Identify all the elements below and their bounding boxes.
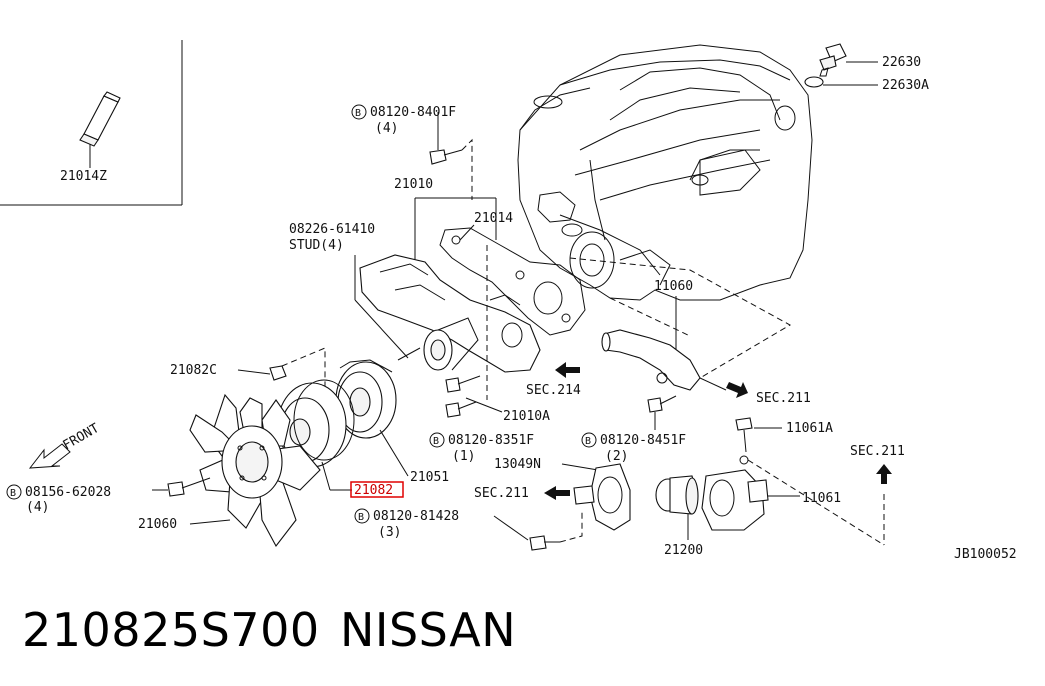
part-label-22630: 22630 [882,55,921,70]
bolt-icon-21010A [445,375,481,418]
bolt-marker-letter: B [585,436,591,447]
part-label-08120-81428: 08120-81428 [373,509,459,524]
bolt-icon-8451F [647,395,677,413]
arrow-left-icon [555,362,580,378]
sealant-tube-icon [79,91,121,147]
inset-box: 21014Z [0,40,183,206]
part-label-13049N: 13049N [494,457,541,472]
bolt-marker-letter: B [433,436,439,447]
part-label-21051: 21051 [410,470,449,485]
part-qty-81428: (3) [378,525,401,540]
part-label-11061: 11061 [802,491,841,506]
sec-label-211-c: SEC.211 [474,486,529,501]
part-label-21010A: 21010A [503,409,550,424]
part-label-08226-61410: 08226-61410 [289,222,375,237]
part-label-21014Z: 21014Z [60,169,107,184]
bolt-icon-11061A [735,417,753,453]
bolt-marker-letter: B [10,488,16,499]
bolt-marker-8451F: B [581,432,597,448]
part-label-08120-8401F: 08120-8401F [370,105,456,120]
sec-label-214: SEC.214 [526,383,581,398]
engine-block [517,44,813,301]
water-inlet [701,455,769,531]
arrow-up-icon [876,464,892,484]
bolt-marker-81428: B [354,508,370,524]
part-label-08156-62028: 08156-62028 [25,485,111,500]
part-label-11061A: 11061A [786,421,833,436]
part-label-21060: 21060 [138,517,177,532]
bolt-marker-letter: B [355,108,361,119]
bolt-marker-8351F: B [429,432,445,448]
part-label-21082C: 21082C [170,363,217,378]
temperature-sensor [804,43,847,88]
part-qty-8401F: (4) [375,121,398,136]
diagram-code: JB100052 [954,547,1017,562]
thermostat-housing [573,463,631,531]
bolt-icon-81428 [529,535,560,551]
bolt-marker-62028: B [6,484,22,500]
caption-part-number: 210825S700 [22,603,320,657]
sec-label-211-b: SEC.211 [850,444,905,459]
fan-pulley [335,359,397,439]
part-label-08120-8351F: 08120-8351F [448,433,534,448]
sec-label-211-a: SEC.211 [756,391,811,406]
caption-brand: NISSAN [340,603,516,657]
part-label-stud: STUD(4) [289,238,344,253]
pump-gasket [439,227,586,336]
bolt-marker-letter: B [358,512,364,523]
water-pump [359,254,541,373]
cooling-fan [189,393,321,548]
part-label-21200: 21200 [664,543,703,558]
front-arrow-icon [28,443,71,469]
part-qty-8451F: (2) [605,449,628,464]
highlighted-part-box [350,481,404,498]
water-outlet-pipe [601,329,701,391]
fan-clutch [277,379,355,468]
nut-icon [269,365,287,381]
part-label-21082-highlighted: 21082 [354,483,393,498]
part-label-08120-8451F: 08120-8451F [600,433,686,448]
thermostat [655,475,699,515]
part-qty-62028: (4) [26,500,49,515]
part-label-21010: 21010 [394,177,433,192]
bolt-marker-8401F: B [351,104,367,120]
part-label-22630A: 22630A [882,78,929,93]
front-label: FRONT [61,421,103,454]
bolt-icon-62028 [167,477,211,497]
part-label-21014: 21014 [474,211,513,226]
part-label-11060: 11060 [654,279,693,294]
arrow-right-icon [726,382,748,398]
arrow-left-icon-2 [544,486,570,500]
part-qty-8351F: (1) [452,449,475,464]
bolt-icon [429,149,463,165]
